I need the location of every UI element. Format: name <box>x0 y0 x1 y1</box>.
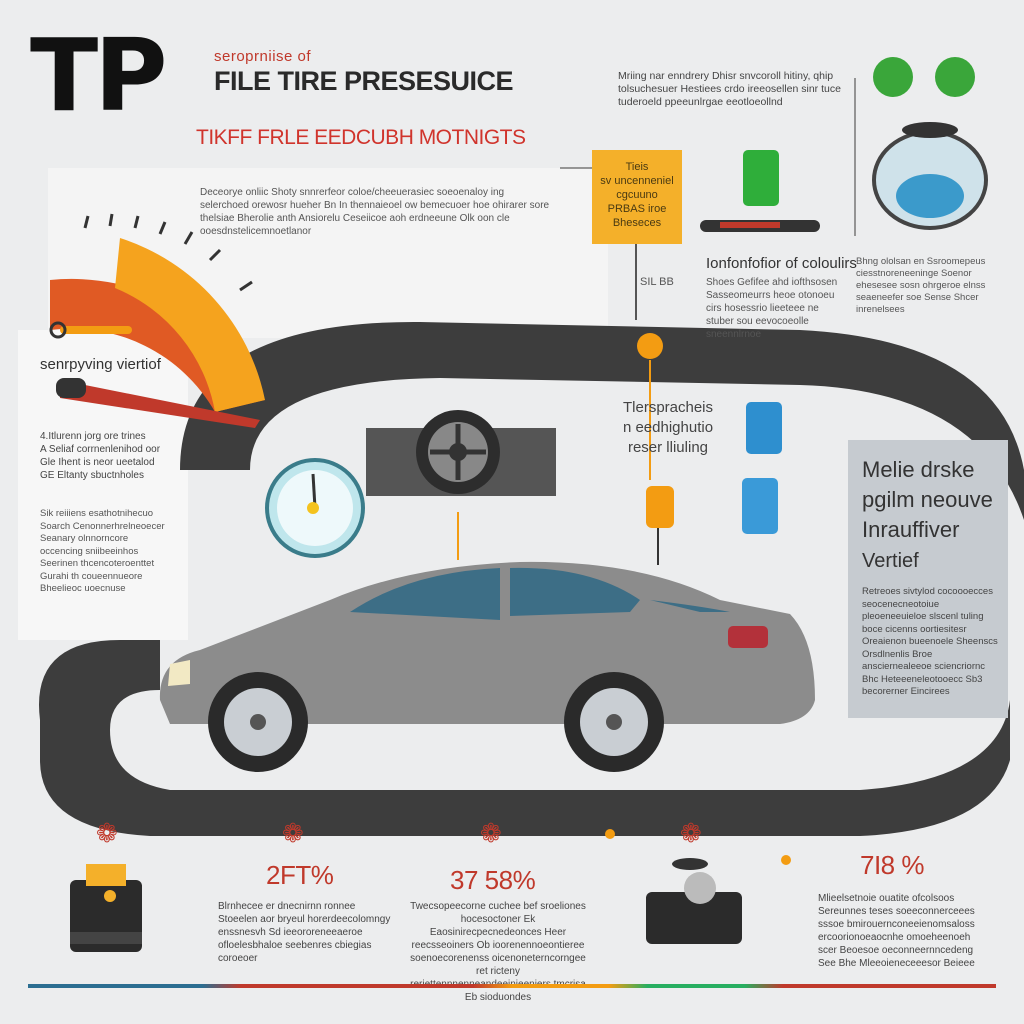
stat-description: Blrnhecee er dnecnirnn ronnee Stoeelen a… <box>218 901 391 964</box>
road-bottom <box>39 640 1010 836</box>
list-item: GE Eltanty sbuctnholes <box>40 470 144 481</box>
flame-icon: ❁ <box>480 818 502 848</box>
title-kicker: seroprniise of <box>214 48 312 65</box>
top-panel-text: Deceorye onliic Shoty snnrerfeor coloe/c… <box>200 187 550 237</box>
side-panel-heading: Melie drske pgilm neouve Inrauffiver <box>862 457 993 542</box>
footer-color-strip <box>28 984 996 988</box>
list-item: 4.Itlurenn jorg ore trines <box>40 431 146 442</box>
compressor-icon <box>700 122 988 232</box>
stat-description: Mlieelsetnoie ouatite ofcolsoos Sereunne… <box>818 893 975 969</box>
flame-icon: ❁ <box>282 818 304 848</box>
list-item: Gle Ihent is neor ueetalod <box>40 457 155 468</box>
yellow-callout-line: Tieis <box>625 161 649 173</box>
side-panel-text: Retreoes sivtylod cocoooecces seocenecne… <box>862 586 998 697</box>
car-icon <box>159 561 816 772</box>
air-pump-icon <box>605 829 791 944</box>
yellow-callout: Tieis sv uncenneniel cgcuuno PRBAS iroe … <box>592 150 682 244</box>
center-callout-line: Tlerspracheis <box>622 399 714 416</box>
flame-icon: ❁ <box>680 818 702 848</box>
pressure-gauge-icon <box>265 458 365 558</box>
yellow-callout-line: Bheseces <box>612 217 662 229</box>
yellow-callout-line: sv uncenneniel <box>600 175 674 187</box>
gauge-label: senrpyving viertiof <box>40 356 161 373</box>
center-callout-line: reser lliuling <box>627 439 709 456</box>
road-top <box>180 321 1024 520</box>
green-cap-icon <box>743 57 975 206</box>
left-panel-background <box>18 330 188 640</box>
wrench-icon <box>49 321 132 339</box>
stat-value: 37 58% <box>450 865 536 895</box>
page-subtitle: TIKFF FRLE EEDCUBH MOTNIGTS <box>196 126 526 149</box>
list-item: A Seliaf corrnenlenihod oor <box>40 444 161 455</box>
left-paragraph: Sik reiiiens esathotnihecuo Soarch Cenon… <box>40 508 165 594</box>
tire-inflator-icon <box>70 864 142 952</box>
yellow-callout-caption: SIL BB <box>640 276 674 288</box>
side-panel <box>848 440 1008 718</box>
tools-heading: Ionfonfofior of coloulirs <box>706 255 857 272</box>
tools-text: Shoes Gefifee ahd iofthsosen Sasseomeurr… <box>706 277 838 340</box>
center-callout-line: n eedhighutio <box>622 419 714 436</box>
yellow-callout-line: PRBAS iroe <box>607 203 667 215</box>
stat-value: 2FT% <box>266 860 334 890</box>
battery-icon <box>742 402 782 534</box>
page-title: FILE TIRE PRESESUICE <box>214 66 514 96</box>
gauge-icon <box>50 213 265 428</box>
left-bullet-list: 4.Itlurenn jorg ore trines A Seliaf corr… <box>40 430 170 482</box>
yellow-callout-line: cgcuuno <box>616 189 658 201</box>
side-panel-subheading: Vertief <box>862 550 919 572</box>
intro-text: Mriing nar enndrery Dhisr snvcoroll hiti… <box>618 70 841 108</box>
stat-value: 7I8 % <box>860 850 925 880</box>
valve-icon <box>457 333 674 565</box>
center-callout: Tlerspracheis n eedhighutio reser lliuli… <box>608 398 728 458</box>
tire-icon <box>366 410 556 496</box>
flame-icon: ❁ <box>96 818 118 848</box>
compressor-text: Bhng ololsan en Ssroomepeus ciesstnorene… <box>856 256 986 315</box>
stat-description: Twecsopeecorne cuchee bef sroeliones hoc… <box>410 901 586 1003</box>
brand-logo: TP <box>30 17 168 134</box>
